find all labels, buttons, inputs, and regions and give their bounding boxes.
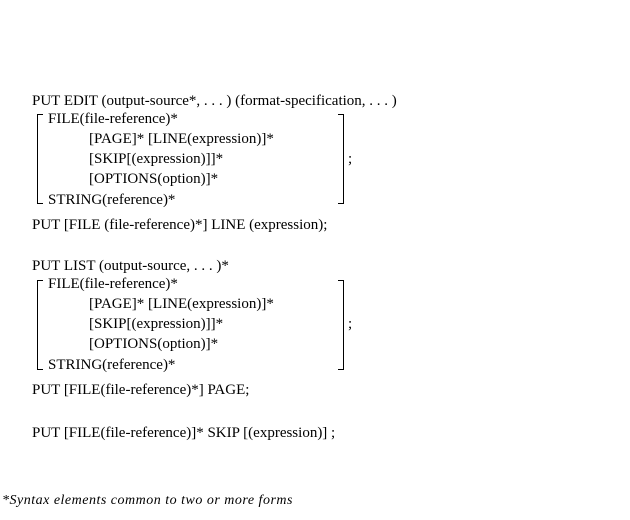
put-list-skip-option: [SKIP[(expression)]]* (89, 316, 224, 332)
put-edit-page-line-option: [PAGE]* [LINE(expression)]* (89, 131, 274, 147)
put-edit-file-option: FILE(file-reference)* (48, 111, 178, 127)
put-edit-left-bracket (37, 114, 43, 204)
put-list-header: PUT LIST (output-source, . . . )* (32, 258, 229, 274)
put-list-string-option: STRING(reference)* (48, 357, 176, 373)
put-edit-right-bracket (338, 114, 344, 204)
put-edit-string-option: STRING(reference)* (48, 192, 176, 208)
put-file-line-statement: PUT [FILE (file-reference)*] LINE (expre… (32, 217, 328, 233)
footnote: *Syntax elements common to two or more f… (2, 493, 293, 508)
put-file-skip-statement: PUT [FILE(file-reference)]* SKIP [(expre… (32, 425, 336, 441)
put-file-page-statement: PUT [FILE(file-reference)*] PAGE; (32, 382, 250, 398)
put-list-options-option: [OPTIONS(option)]* (89, 336, 219, 352)
put-edit-options-option: [OPTIONS(option)]* (89, 171, 219, 187)
put-list-terminator: ; (348, 316, 353, 332)
put-edit-terminator: ; (348, 151, 353, 167)
put-edit-skip-option: [SKIP[(expression)]]* (89, 151, 224, 167)
put-edit-header: PUT EDIT (output-source*, . . . ) (forma… (32, 93, 397, 109)
put-list-left-bracket (37, 280, 43, 370)
put-list-page-line-option: [PAGE]* [LINE(expression)]* (89, 296, 274, 312)
put-list-right-bracket (338, 280, 344, 370)
put-list-file-option: FILE(file-reference)* (48, 276, 178, 292)
